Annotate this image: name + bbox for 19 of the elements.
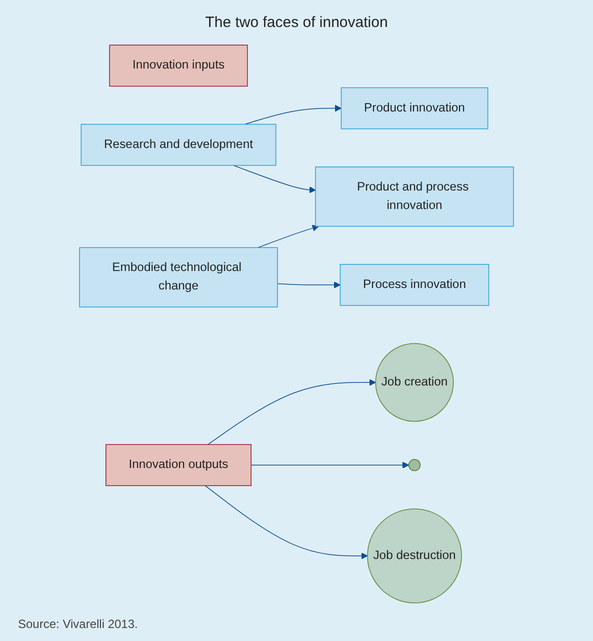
arrow bbox=[244, 104, 342, 125]
node-box: Embodied technological change bbox=[79, 247, 278, 308]
arrow bbox=[204, 485, 368, 560]
arrow bbox=[257, 224, 319, 248]
node-box: Research and development bbox=[80, 124, 276, 166]
node-box: Product and process innovation bbox=[315, 166, 514, 227]
node-circle: Job creation bbox=[375, 343, 454, 422]
arrow bbox=[250, 462, 410, 468]
arrow bbox=[233, 165, 316, 194]
source-caption: Source: Vivarelli 2013. bbox=[18, 617, 139, 631]
node-ellipse bbox=[408, 459, 421, 472]
diagram-title: The two faces of innovation bbox=[204, 14, 389, 31]
arrow bbox=[277, 282, 340, 288]
node-box: Process innovation bbox=[340, 264, 490, 306]
arrow bbox=[207, 379, 376, 445]
node-box: Innovation inputs bbox=[109, 44, 248, 87]
node-box: Product innovation bbox=[340, 87, 488, 130]
node-circle: Job destruction bbox=[367, 508, 462, 604]
node-box: Innovation outputs bbox=[106, 444, 252, 486]
